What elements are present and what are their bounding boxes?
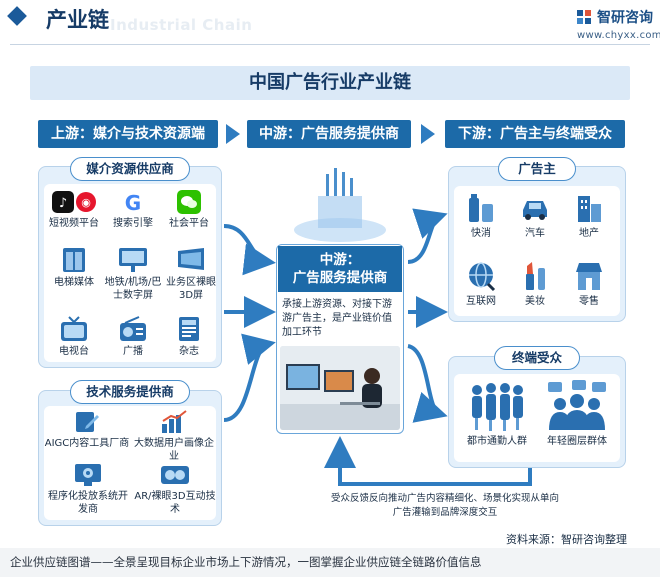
media-item-radio: 广播 xyxy=(107,316,159,358)
media-panel-title: 媒介资源供应商 xyxy=(70,157,190,181)
stage-arrow-1 xyxy=(226,124,240,144)
3d-screen-icon xyxy=(178,248,204,270)
search-engine-icon: G xyxy=(125,191,141,214)
arrow-tech-to-center xyxy=(223,333,276,422)
office-photo xyxy=(280,346,400,430)
arrow-feedback xyxy=(324,436,532,486)
advertiser-item-real-estate: 地产 xyxy=(566,192,612,240)
radio-icon xyxy=(120,316,146,341)
fmcg-icon xyxy=(469,194,493,222)
stage-arrow-2 xyxy=(421,124,435,144)
svg-text:G: G xyxy=(125,191,141,214)
tv-icon xyxy=(61,316,87,341)
tech-panel-title: 技术服务提供商 xyxy=(70,380,190,404)
programmatic-icon xyxy=(75,464,101,486)
media-item-digital-screen: 地铁/机场/巴士数字屏 xyxy=(102,247,164,302)
arrow-media-to-center-1 xyxy=(223,224,276,276)
internet-icon xyxy=(469,262,496,292)
tech-item-ar-3d: AR/裸眼3D互动技术 xyxy=(134,463,216,516)
center-glow-icon xyxy=(294,168,386,242)
header-ghost-text: Industrial Chain xyxy=(110,16,253,34)
arrow-center-to-audience xyxy=(407,344,448,423)
media-item-magazine: 杂志 xyxy=(163,316,215,358)
young-group-icon xyxy=(548,380,606,430)
commuters-icon xyxy=(472,383,523,431)
tech-item-aigc: AIGC内容工具厂商 xyxy=(44,410,130,450)
audience-panel-title: 终端受众 xyxy=(494,346,580,370)
social-platform-icon xyxy=(177,190,201,214)
advertiser-item-car: 汽车 xyxy=(512,192,558,240)
svg-text:◉: ◉ xyxy=(81,196,91,209)
diagram-title-banner: 中国广告行业产业链 xyxy=(30,66,630,100)
source-text: 资料来源：智研咨询整理 xyxy=(506,533,627,546)
svg-text:♪: ♪ xyxy=(59,196,67,211)
stage-midstream: 中游：广告服务提供商 xyxy=(247,120,411,148)
logo-url: www.chyxx.com xyxy=(577,30,660,41)
media-item-elevator: 电梯媒体 xyxy=(46,247,102,289)
midstream-description: 承接上游资源、对接下游游广告主，是产业链价值加工环节 xyxy=(282,299,392,338)
diagram-title: 中国广告行业产业链 xyxy=(249,72,411,93)
office-worker-illustration xyxy=(280,346,400,430)
magazine-icon xyxy=(179,317,199,341)
aigc-icon xyxy=(76,412,99,432)
cosmetics-icon xyxy=(526,262,545,290)
tech-card xyxy=(44,406,216,520)
digital-screen-icon xyxy=(119,248,147,272)
ar-3d-icon xyxy=(161,466,189,484)
page-title: 产业链 xyxy=(46,8,109,32)
stage-upstream: 上游：媒介与技术资源端 xyxy=(38,120,218,148)
media-item-social: 社会平台 xyxy=(163,190,215,230)
tech-item-big-data: 大数据用户画像企业 xyxy=(130,410,218,463)
arrow-center-to-advertiser xyxy=(407,208,448,264)
footer-bar: 企业供应链图谱——全景呈现目标企业市场上下游情况，一图掌握企业供应链全链路价值信… xyxy=(0,548,660,577)
audience-item-commuters: 都市通勤人群 xyxy=(458,380,536,448)
feedback-text: 受众反馈反向推动广告内容精细化、场景化实现从单向广告灌输到品牌深度交互 xyxy=(330,493,559,518)
logo-icon xyxy=(577,10,591,24)
midstream-title: 中游： 广告服务提供商 xyxy=(278,246,402,292)
media-item-tv: 电视台 xyxy=(46,316,102,358)
elevator-icon xyxy=(63,248,85,272)
advertiser-item-fmcg: 快消 xyxy=(458,192,504,240)
media-item-3d-screen: 业务区裸眼3D屏 xyxy=(165,247,217,302)
media-item-search: G 搜索引擎 xyxy=(113,191,153,229)
audience-item-young-group: 年轻圈层群体 xyxy=(538,380,616,448)
stage-downstream: 下游：广告主与终端受众 xyxy=(445,120,625,148)
media-item-short-video: ♪ ◉ 短视频平台 xyxy=(46,190,102,230)
short-video-icon: ♪ ◉ xyxy=(52,191,96,213)
advertiser-item-internet: 互联网 xyxy=(458,260,504,308)
logo-name: 智研咨询 xyxy=(597,10,653,26)
big-data-icon xyxy=(162,410,187,433)
building-icon xyxy=(578,196,601,222)
store-icon xyxy=(576,263,602,290)
car-icon xyxy=(523,201,547,220)
footer-text: 企业供应链图谱——全景呈现目标企业市场上下游情况，一图掌握企业供应链全链路价值信… xyxy=(10,555,482,569)
advertiser-item-retail: 零售 xyxy=(566,260,612,308)
advertiser-panel-title: 广告主 xyxy=(498,157,576,181)
advertiser-item-cosmetics: 美妆 xyxy=(512,260,558,308)
tech-item-programmatic: 程序化投放系统开发商 xyxy=(46,463,130,516)
header-divider xyxy=(10,44,650,45)
